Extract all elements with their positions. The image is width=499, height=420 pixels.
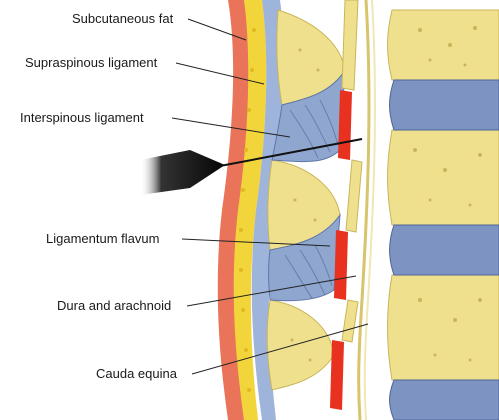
label-dura-and-arachnoid: Dura and arachnoid	[57, 298, 171, 313]
label-interspinous-ligament: Interspinous ligament	[20, 110, 144, 125]
label-ligamentum-flavum: Ligamentum flavum	[46, 231, 159, 246]
label-subcutaneous-fat: Subcutaneous fat	[72, 11, 173, 26]
label-supraspinous-ligament: Supraspinous ligament	[25, 55, 157, 70]
label-cauda-equina: Cauda equina	[96, 366, 177, 381]
vertebral-bodies	[388, 10, 499, 380]
